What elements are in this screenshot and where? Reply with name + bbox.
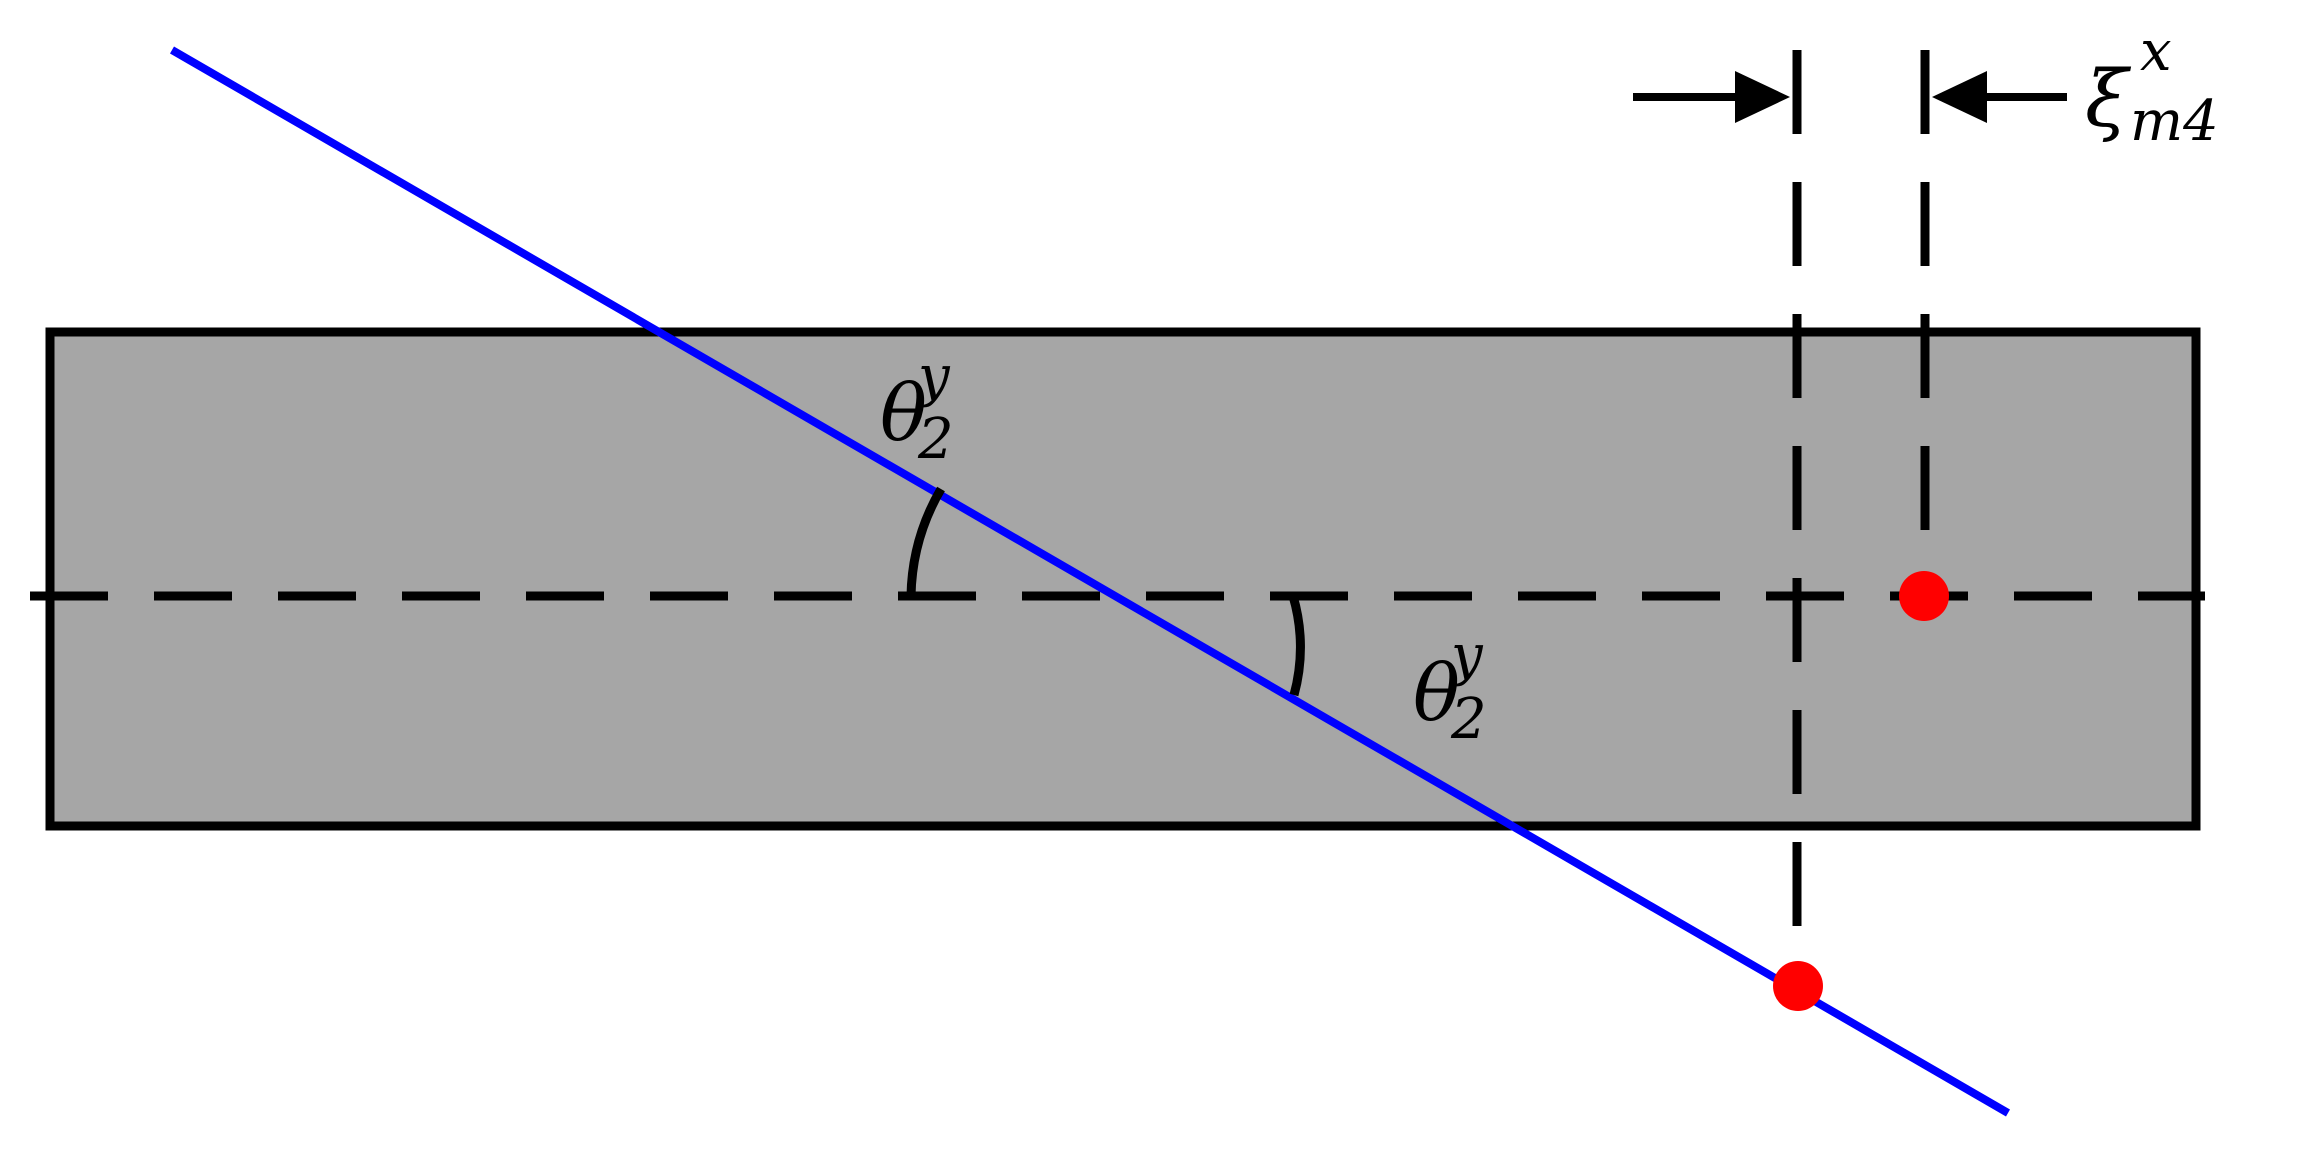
offset-label: ξ m4 x [2085,19,2219,154]
angle-label-upper: θ 2 y [880,344,954,472]
lower-angle-arc [1288,594,1305,697]
angle-label-upper-superscript: y [915,344,951,409]
angle-label-lower-base: θ [1413,649,1460,739]
offset-label-base: ξ [2085,55,2132,145]
right-arrow-head [1932,71,1987,123]
red-point-centerline [1899,571,1949,621]
upper-angle-arc [906,486,945,597]
blue-slanted-line [169,46,2011,1117]
angle-label-upper-base: θ [880,369,927,459]
offset-label-subscript: m4 [2130,89,2219,154]
gray-bar [45,327,2201,831]
angle-label-lower-subscript: 2 [1450,687,1487,752]
left-dimension-arrow [1633,71,1790,123]
angle-label-upper-subscript: 2 [917,407,954,472]
red-point-on-blue-line [1773,961,1823,1011]
angle-label-lower: θ 2 y [1413,623,1487,752]
left-arrow-head [1735,71,1790,123]
offset-label-superscript: x [2140,19,2172,84]
angle-label-lower-superscript: y [1448,623,1484,688]
right-dimension-arrow [1932,71,2067,123]
